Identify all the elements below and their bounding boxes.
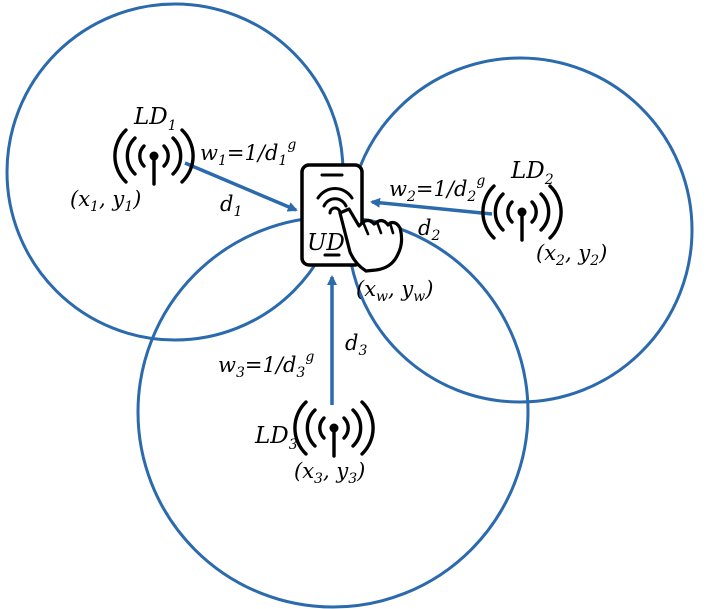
arrow-ld1-to-ud xyxy=(184,161,298,212)
ld3-coord: (x3, y3) xyxy=(294,459,365,487)
edge1-distance: d1 xyxy=(220,192,242,220)
ld1-label: LD1 xyxy=(133,104,177,134)
edge2-distance: d2 xyxy=(418,216,440,244)
ud-coord: (xw, yw) xyxy=(356,277,433,305)
ld2-label: LD2 xyxy=(510,158,554,188)
antenna-icon-ld3 xyxy=(293,400,375,458)
antenna-icon-ld1 xyxy=(113,128,195,186)
edge3-distance: d3 xyxy=(345,331,367,359)
arrow-ld2-to-ud xyxy=(370,197,493,216)
edge3-weight: w3=1/d3g xyxy=(218,349,314,381)
ld2-coord: (x2, y2) xyxy=(536,241,607,269)
ld3-label: LD3 xyxy=(254,423,298,453)
antenna-icon-ld2 xyxy=(481,184,563,242)
edge1-weight: w1=1/d1g xyxy=(200,137,296,169)
range-circle-3 xyxy=(136,215,530,609)
ld1-coord: (x1, y1) xyxy=(70,187,141,215)
ud-label: UD xyxy=(307,230,345,256)
edge2-weight: w2=1/d2g xyxy=(389,173,485,205)
hand-icon xyxy=(338,207,404,273)
user-device-icon xyxy=(300,163,404,273)
